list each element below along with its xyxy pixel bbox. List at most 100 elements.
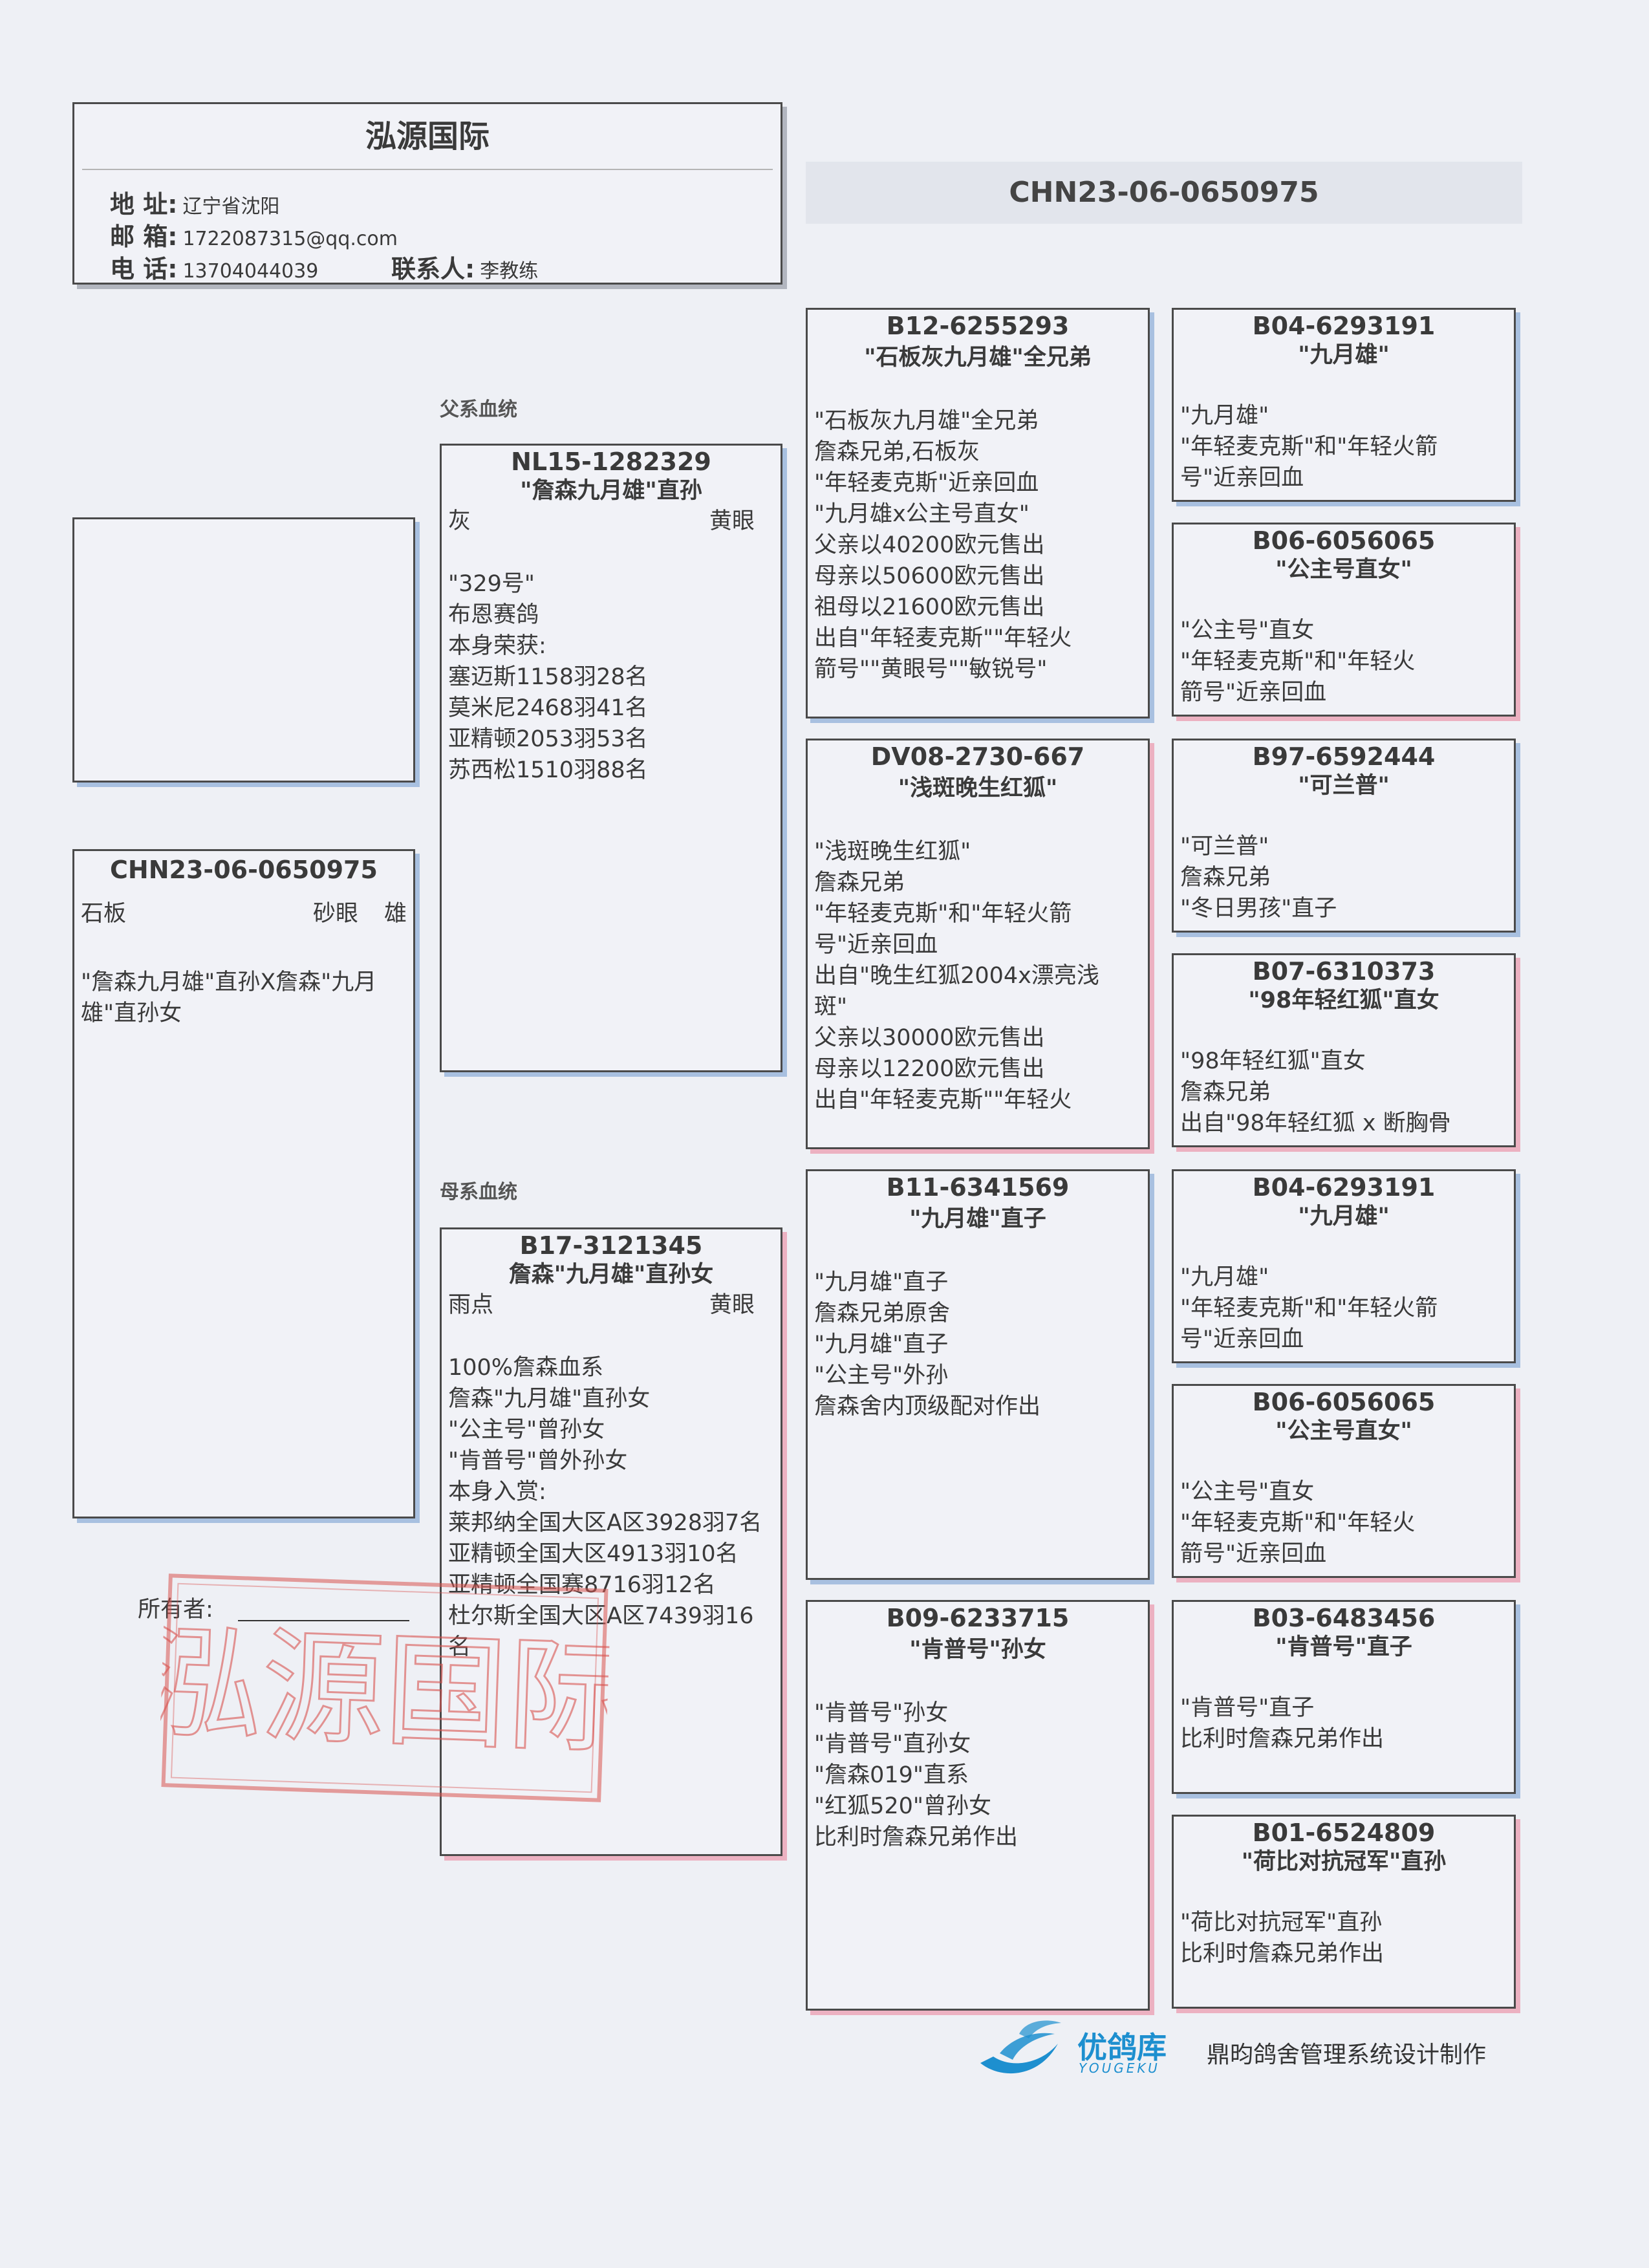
email-row: 邮 箱:1722087315@qq.com	[110, 217, 398, 252]
description-line: 母亲以50600欧元售出	[814, 563, 1045, 589]
description-line	[448, 1321, 781, 1352]
description-line: "肯普号"直孙女	[814, 1731, 971, 1757]
description-line: 比利时詹森兄弟作出	[814, 1824, 1018, 1850]
description-line: 出自"晚生红狐2004x漂亮浅	[814, 963, 1099, 989]
description-line: "年轻麦克斯"和"年轻火	[1180, 649, 1416, 675]
dam-ring: B17-3121345	[519, 1231, 703, 1260]
phone-value: 13704044039	[182, 260, 319, 283]
description-line: "九月雄x公主号直女"	[814, 501, 1029, 527]
ring-number: B04-6293191	[1252, 312, 1436, 340]
pigeon-description: "浅斑晚生红狐"詹森兄弟"年轻麦克斯"和"年轻火箭号"近亲回血出自"晚生红狐20…	[808, 805, 1148, 1116]
description-line: "肯普号"曾外孙女	[448, 1448, 628, 1474]
subject-note-line: "詹森九月雄"直孙X詹森"九月	[81, 969, 377, 995]
sire-eye: 黄眼	[709, 508, 755, 534]
subject-color: 石板	[81, 901, 127, 927]
description-line: "年轻麦克斯"和"年轻火箭	[814, 901, 1072, 927]
pigeon-description: "可兰普"詹森兄弟"冬日男孩"直子	[1174, 800, 1514, 924]
description-line: 斑"	[814, 994, 848, 1020]
description-line: 名	[448, 1634, 471, 1660]
pigeon-name: "荷比对抗冠军"直孙	[1241, 1849, 1447, 1875]
ggp-card: B04-6293191"九月雄""九月雄""年轻麦克斯"和"年轻火箭号"近亲回血	[1172, 1169, 1516, 1363]
description-line: 詹森兄弟	[814, 870, 905, 896]
description-line: "年轻麦克斯"和"年轻火	[1180, 1510, 1416, 1536]
ring-number: B09-6233715	[886, 1604, 1070, 1632]
pigeon-name: "九月雄"直子	[909, 1206, 1046, 1232]
description-line: 祖母以21600欧元售出	[814, 594, 1045, 620]
description-line: 杜尔斯全国大区A区7439羽16	[448, 1603, 754, 1629]
description-line: "荷比对抗冠军"直孙	[1180, 1910, 1383, 1936]
email-label: 邮 箱:	[110, 222, 178, 251]
ring-banner: CHN23-06-0650975	[806, 162, 1522, 224]
footer: 优鸽库 YOUGEKU 鼎昀鸽舍管理系统设计制作	[974, 2018, 1530, 2082]
ggp-card: B06-6056065"公主号直女""公主号"直女"年轻麦克斯"和"年轻火箭号"…	[1172, 1384, 1516, 1578]
description-line: 号"近亲回血	[814, 932, 938, 958]
ggp-card: B01-6524809"荷比对抗冠军"直孙"荷比对抗冠军"直孙比利时詹森兄弟作出	[1172, 1815, 1516, 2009]
subject-sex: 雄	[383, 901, 407, 927]
description-line	[814, 1236, 1148, 1267]
pigeon-description: "石板灰九月雄"全兄弟詹森兄弟,石板灰"年轻麦克斯"近亲回血"九月雄x公主号直女…	[808, 374, 1148, 685]
pigeon-name: "九月雄"	[1298, 342, 1390, 368]
ring-number: B01-6524809	[1252, 1819, 1436, 1847]
description-line: 詹森兄弟	[1180, 865, 1271, 891]
pigeon-name: "九月雄"	[1298, 1204, 1390, 1229]
ring-number: B06-6056065	[1252, 1388, 1436, 1416]
description-line: 詹森兄弟	[1180, 1079, 1271, 1105]
description-line: 布恩赛鸽	[448, 602, 539, 628]
subject-note-line: 雄"直孙女	[81, 1000, 182, 1026]
description-line: 詹森兄弟原舍	[814, 1301, 951, 1326]
gp-card: B11-6341569"九月雄"直子"九月雄"直子詹森兄弟原舍"九月雄"直子"公…	[806, 1169, 1150, 1580]
dam-section-label: 母系血统	[440, 1181, 517, 1204]
subject-note: "詹森九月雄"直孙X詹森"九月 雄"直孙女	[74, 928, 413, 1029]
description-line	[814, 805, 1148, 836]
description-line: "329号"	[448, 571, 535, 597]
sire-attributes: 灰 黄眼	[442, 505, 781, 537]
description-line: "石板灰九月雄"全兄弟	[814, 408, 1039, 434]
gp-card: DV08-2730-667"浅斑晚生红狐""浅斑晚生红狐"詹森兄弟"年轻麦克斯"…	[806, 739, 1150, 1149]
description-line: "詹森019"直系	[814, 1762, 969, 1788]
brand-name: 优鸽库	[1077, 2030, 1167, 2065]
description-line	[814, 1667, 1148, 1698]
description-line: 箭号"近亲回血	[1180, 1541, 1327, 1567]
description-line	[1180, 1445, 1514, 1476]
pigeon-description: "九月雄"直子詹森兄弟原舍"九月雄"直子"公主号"外孙詹森舍内顶级配对作出	[808, 1236, 1148, 1422]
description-line: "肯普号"孙女	[814, 1700, 949, 1726]
ring-number: DV08-2730-667	[870, 742, 1085, 771]
description-line: "九月雄"	[1180, 1264, 1269, 1290]
pigeon-description: "九月雄""年轻麦克斯"和"年轻火箭号"近亲回血	[1174, 369, 1514, 493]
address-label: 地 址:	[110, 190, 178, 219]
pigeon-description: "九月雄""年轻麦克斯"和"年轻火箭号"近亲回血	[1174, 1231, 1514, 1355]
dam-attributes: 雨点 黄眼	[442, 1289, 781, 1321]
org-name: 泓源国际	[82, 104, 773, 170]
description-line: "九月雄"直子	[814, 1332, 949, 1357]
phone-row: 电 话:13704044039	[110, 249, 319, 283]
pigeon-description: "荷比对抗冠军"直孙比利时詹森兄弟作出	[1174, 1876, 1514, 1969]
description-line	[814, 374, 1148, 405]
gp-card: B12-6255293"石板灰九月雄"全兄弟"石板灰九月雄"全兄弟詹森兄弟,石板…	[806, 308, 1150, 718]
description-line: 苏西松1510羽88名	[448, 757, 648, 783]
description-line: "九月雄"直子	[814, 1269, 949, 1295]
contact-row: 联系人:李教练	[391, 249, 538, 283]
description-line: 本身入赏:	[448, 1479, 546, 1505]
description-line: "红狐520"曾孙女	[814, 1793, 992, 1819]
pigeon-name: "可兰普"	[1298, 773, 1390, 799]
subject-card: CHN23-06-0650975 石板 砂眼 雄 "詹森九月雄"直孙X詹森"九月…	[72, 849, 415, 1518]
description-line	[1180, 369, 1514, 400]
description-line	[1180, 1231, 1514, 1262]
email-value: 1722087315@qq.com	[182, 228, 398, 250]
organization-stamp: 泓源国际	[158, 1573, 612, 1802]
description-line: "年轻麦克斯"和"年轻火箭	[1180, 1295, 1438, 1321]
description-line: "年轻麦克斯"和"年轻火箭	[1180, 434, 1438, 460]
pigeon-name: "浅斑晚生红狐"	[898, 775, 1058, 801]
description-line: 詹森舍内顶级配对作出	[814, 1394, 1041, 1420]
description-line: 本身荣获:	[448, 633, 546, 659]
description-line	[1180, 1015, 1514, 1046]
owner-signature-line	[238, 1620, 409, 1621]
subject-eye: 砂眼	[312, 901, 358, 927]
ggp-card: B07-6310373"98年轻红狐"直女"98年轻红狐"直女詹森兄弟出自"98…	[1172, 953, 1516, 1147]
phone-label: 电 话:	[110, 255, 178, 283]
description-line: 亚精顿全国大区4913羽10名	[448, 1541, 738, 1567]
description-line: 箭号"近亲回血	[1180, 680, 1327, 706]
description-line: "公主号"直女	[1180, 618, 1315, 643]
sire-name: "詹森九月雄"直孙	[520, 478, 702, 504]
dam-color: 雨点	[448, 1292, 494, 1318]
